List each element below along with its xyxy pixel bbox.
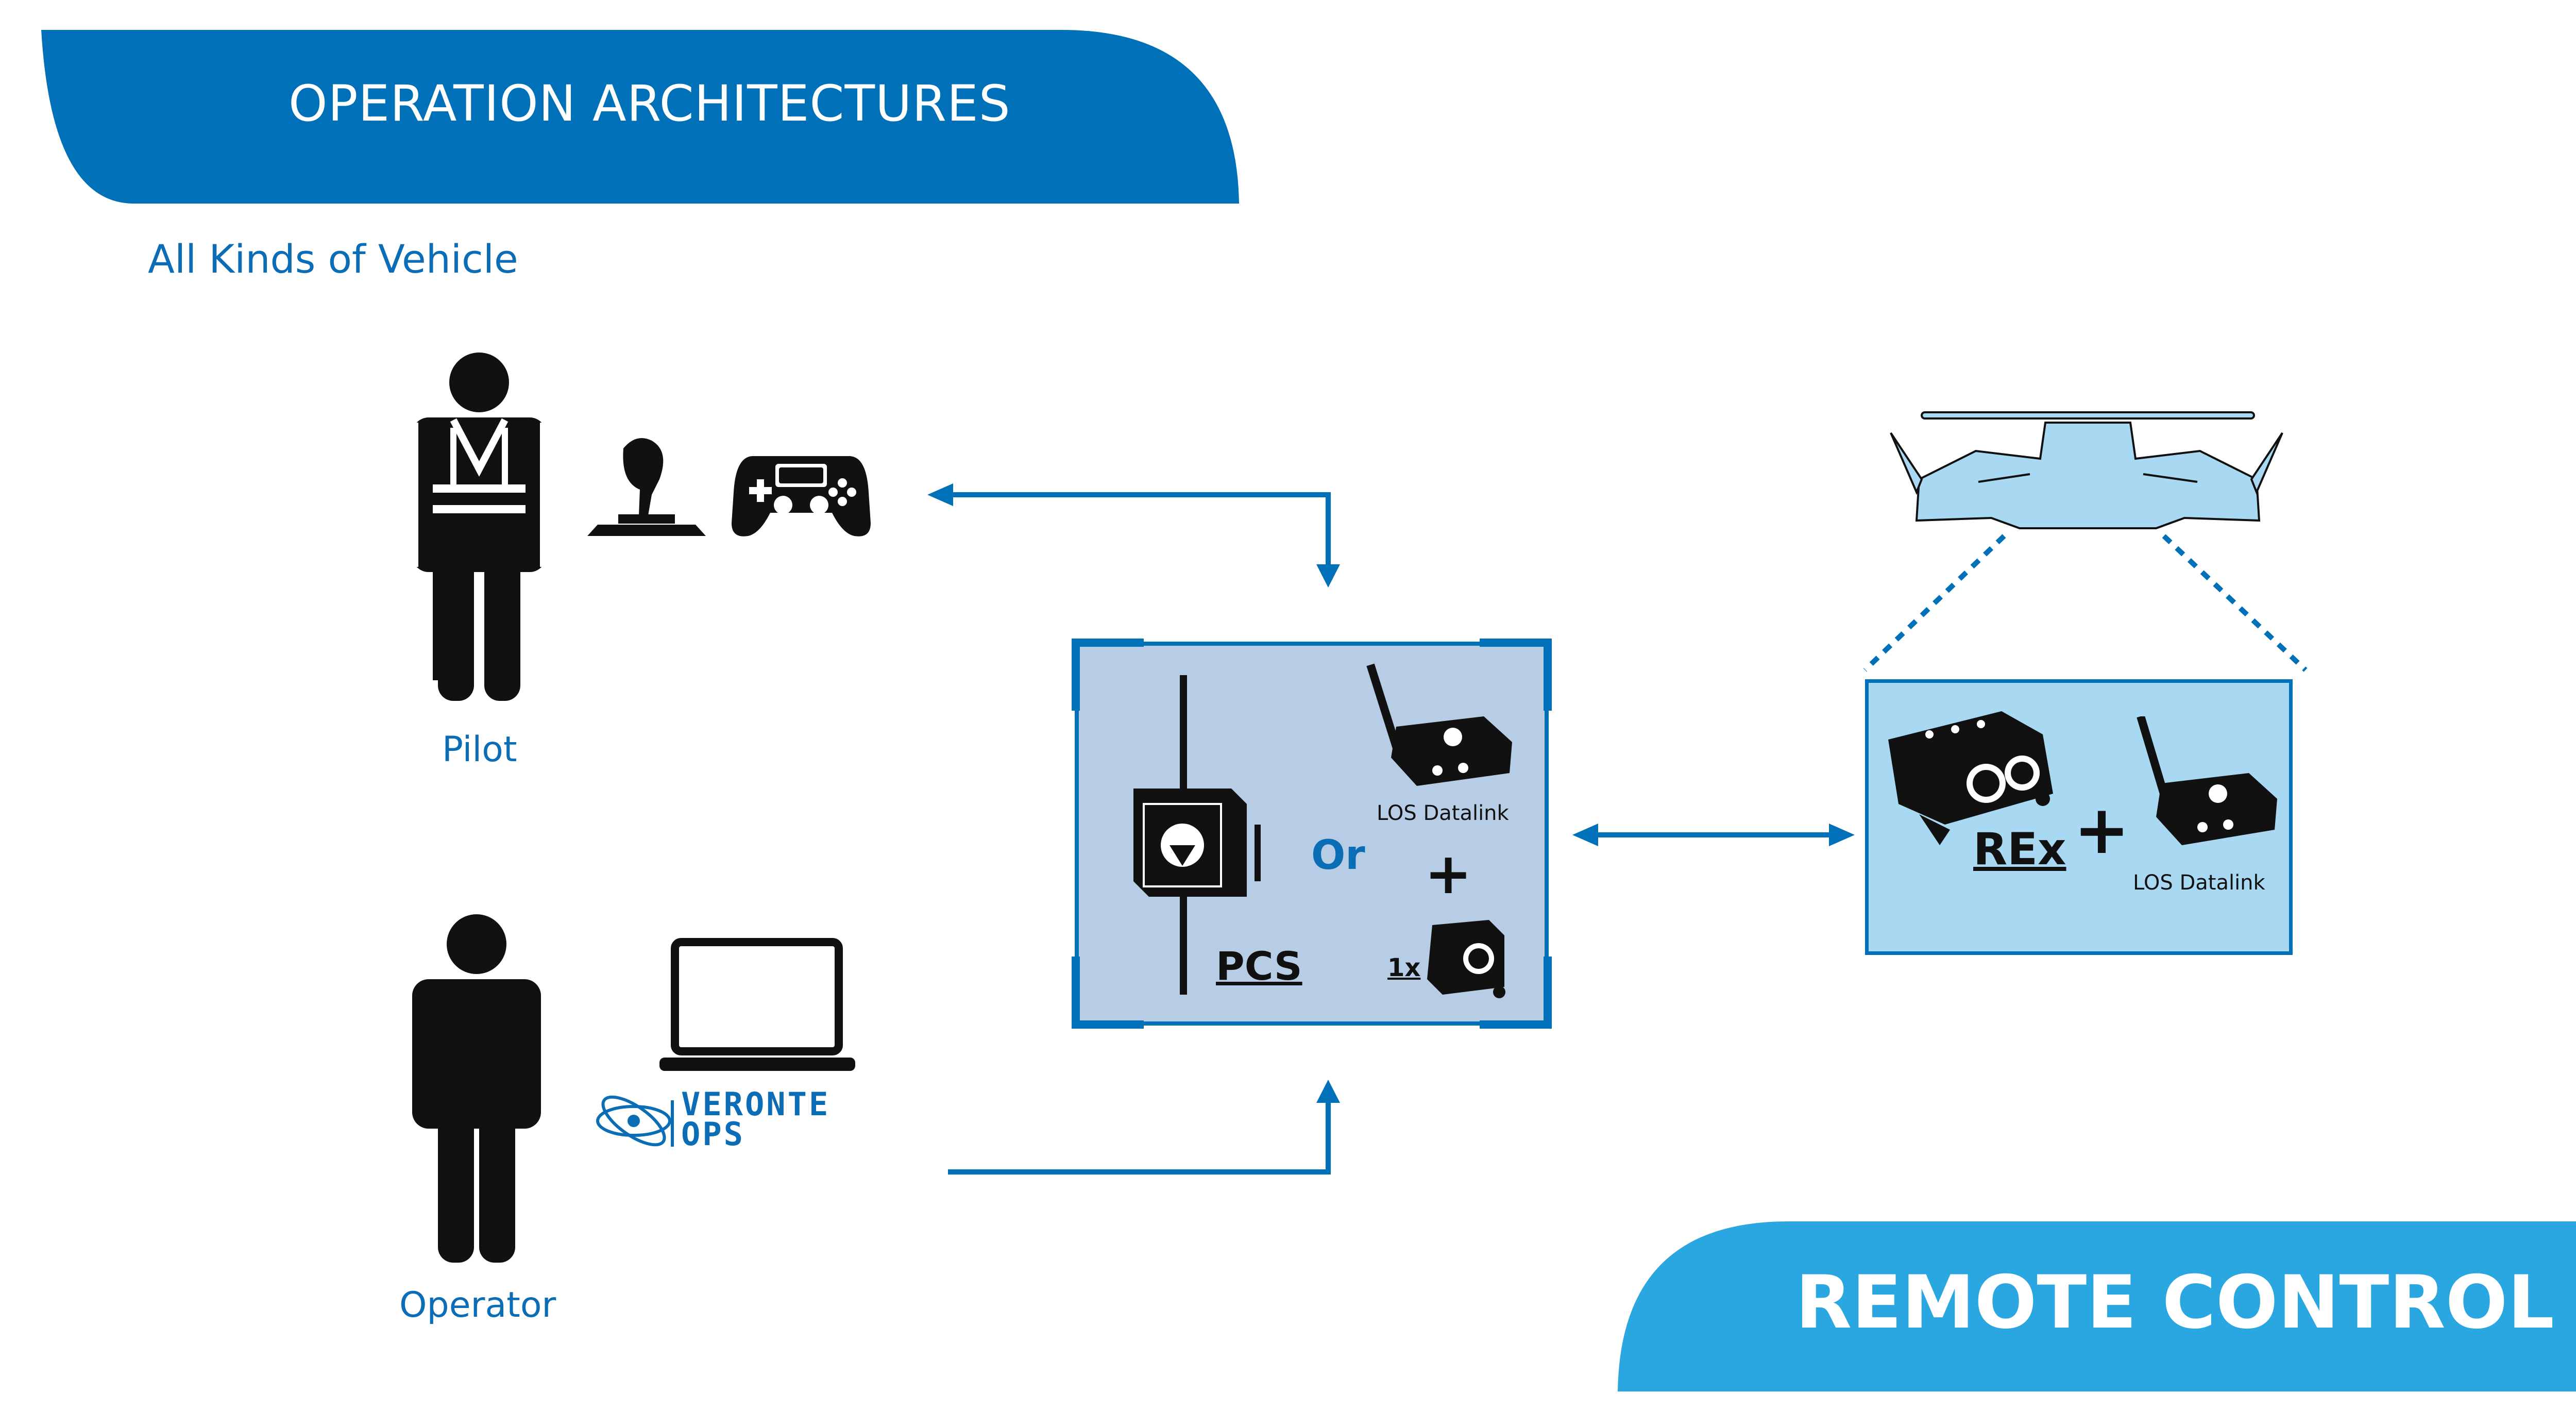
pcs-datalink-label: LOS Datalink xyxy=(1377,801,1509,825)
pcs-los-datalink-icon xyxy=(1366,663,1512,786)
rex-los-datalink-icon xyxy=(2137,716,2277,845)
header-subtitle: All Kinds of Vehicle xyxy=(148,236,518,282)
logo-divider xyxy=(671,1100,674,1147)
pcs-module-icon xyxy=(1427,920,1505,998)
logo-line1: VERONTE xyxy=(681,1085,831,1123)
laptop-icon xyxy=(659,938,855,1071)
footer-title: REMOTE CONTROL xyxy=(1795,1260,2554,1345)
rex-device-icon xyxy=(1888,711,2053,845)
operator-label: Operator xyxy=(399,1285,556,1326)
rex-plus-label: + xyxy=(2074,791,2130,869)
pilot-to-pcs-arrow xyxy=(948,492,1331,567)
pcs-title: PCS xyxy=(1216,943,1302,989)
rex-datalink-label: LOS Datalink xyxy=(2133,871,2265,895)
pcs-frame-corners xyxy=(1072,639,1552,1029)
rex-title: REx xyxy=(1973,824,2066,875)
joystick-icon xyxy=(587,438,706,536)
pcs-plus-label: + xyxy=(1425,841,1472,907)
drone-icon xyxy=(1890,411,2283,529)
operator-person-icon xyxy=(412,914,541,1263)
pcs-or-label: Or xyxy=(1311,832,1365,879)
veronte-ops-logo-icon xyxy=(596,1095,671,1147)
pcs-qty-label: 1x xyxy=(1387,953,1421,982)
pilot-person-icon xyxy=(412,353,546,701)
header-title: OPERATION ARCHITECTURES xyxy=(289,75,1011,132)
pilot-label: Pilot xyxy=(442,729,517,770)
pcs-device-icon xyxy=(1133,675,1261,995)
drone-zoom-right-line xyxy=(2162,534,2308,672)
header-banner xyxy=(41,30,1239,204)
gamepad-icon xyxy=(732,456,871,536)
operator-to-pcs-arrow xyxy=(948,1100,1331,1175)
drone-zoom-left-line xyxy=(1863,534,2006,672)
logo-line2: OPS xyxy=(681,1115,745,1153)
footer-banner xyxy=(1618,1221,2576,1391)
